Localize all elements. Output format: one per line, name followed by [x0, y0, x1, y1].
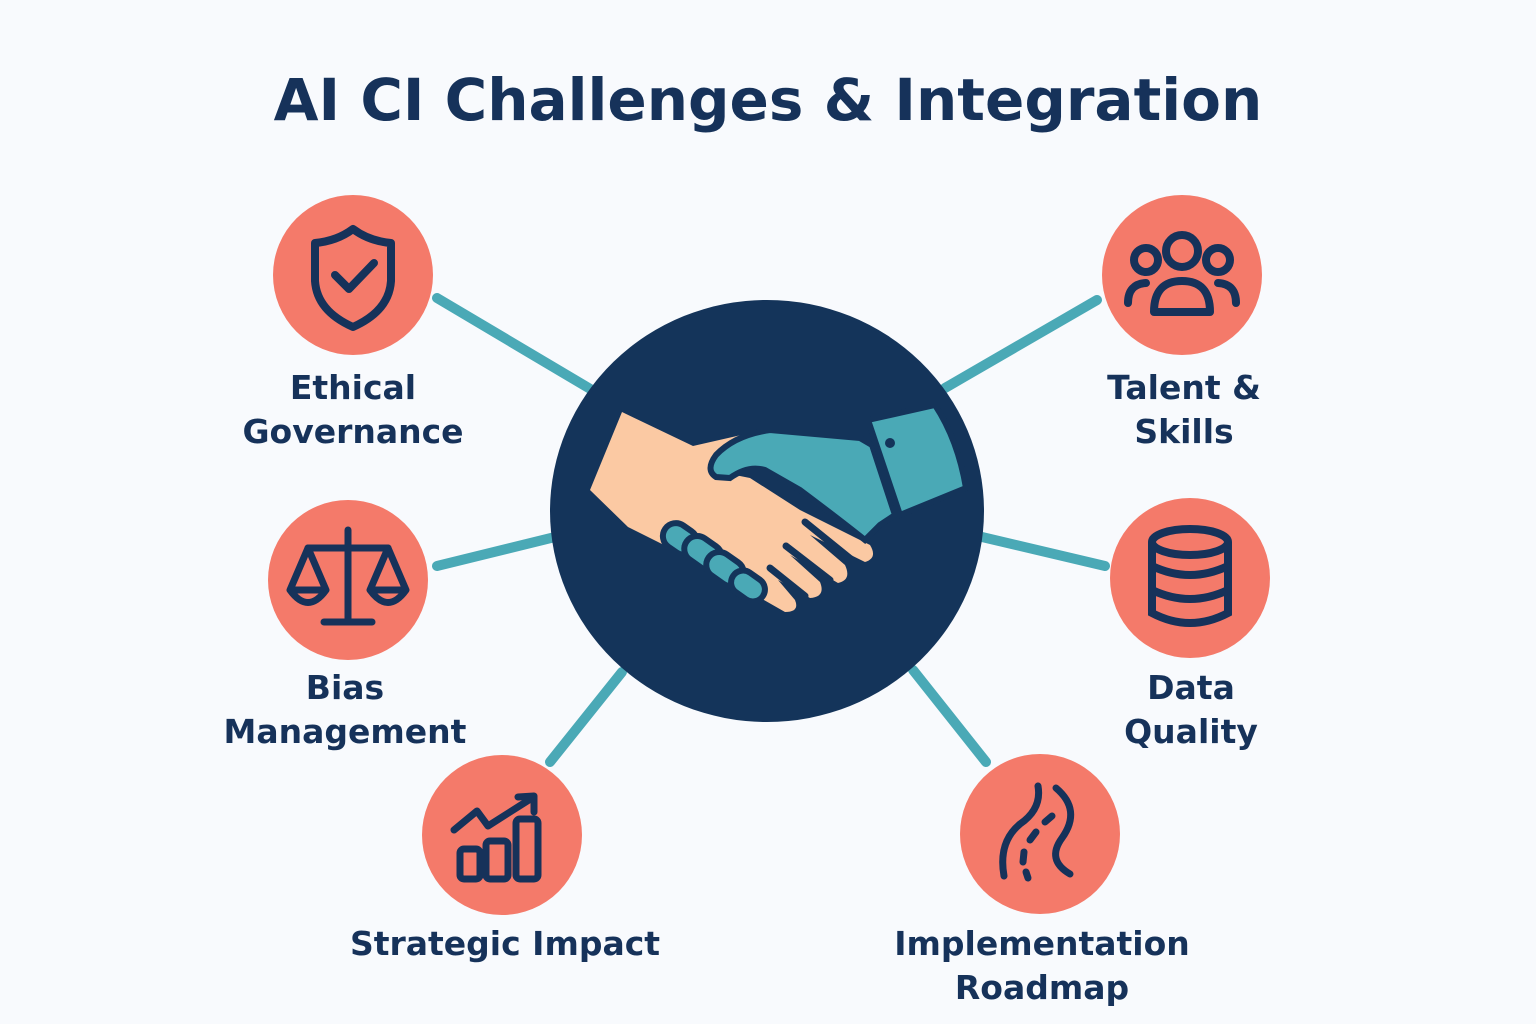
- node-talent-skills[interactable]: [1102, 195, 1262, 355]
- growth-chart-icon: [450, 792, 542, 883]
- users-group-icon: [1124, 231, 1240, 316]
- node-strategic-impact[interactable]: [422, 755, 582, 915]
- page-title: AI CI Challenges & Integration: [273, 66, 1263, 134]
- central-hub: [550, 300, 984, 722]
- road-icon: [999, 782, 1075, 882]
- connector-implementation-roadmap: [908, 665, 991, 767]
- handshake-icon: [590, 401, 970, 612]
- shield-check-icon: [311, 225, 395, 331]
- node-implementation-roadmap[interactable]: [960, 754, 1120, 914]
- connector-strategic-impact: [545, 667, 627, 767]
- node-bias-management[interactable]: [268, 500, 428, 660]
- node-data-quality[interactable]: [1110, 498, 1270, 658]
- connector-ethical-governance: [432, 293, 597, 395]
- label-ethical-governance: Ethical Governance: [242, 368, 464, 451]
- label-implementation-roadmap: Implementation Roadmap: [894, 924, 1190, 1007]
- label-talent-skills: Talent & Skills: [1107, 368, 1261, 451]
- database-icon: [1148, 525, 1232, 627]
- scales-icon: [286, 526, 410, 626]
- connector-talent-skills: [940, 295, 1102, 393]
- connector-bias-management: [432, 532, 560, 571]
- label-strategic-impact: Strategic Impact: [349, 924, 661, 963]
- node-ethical-governance[interactable]: [273, 195, 433, 355]
- label-data-quality: Data Quality: [1124, 668, 1258, 751]
- label-bias-management: Bias Management: [223, 668, 467, 751]
- connector-data-quality: [977, 532, 1110, 571]
